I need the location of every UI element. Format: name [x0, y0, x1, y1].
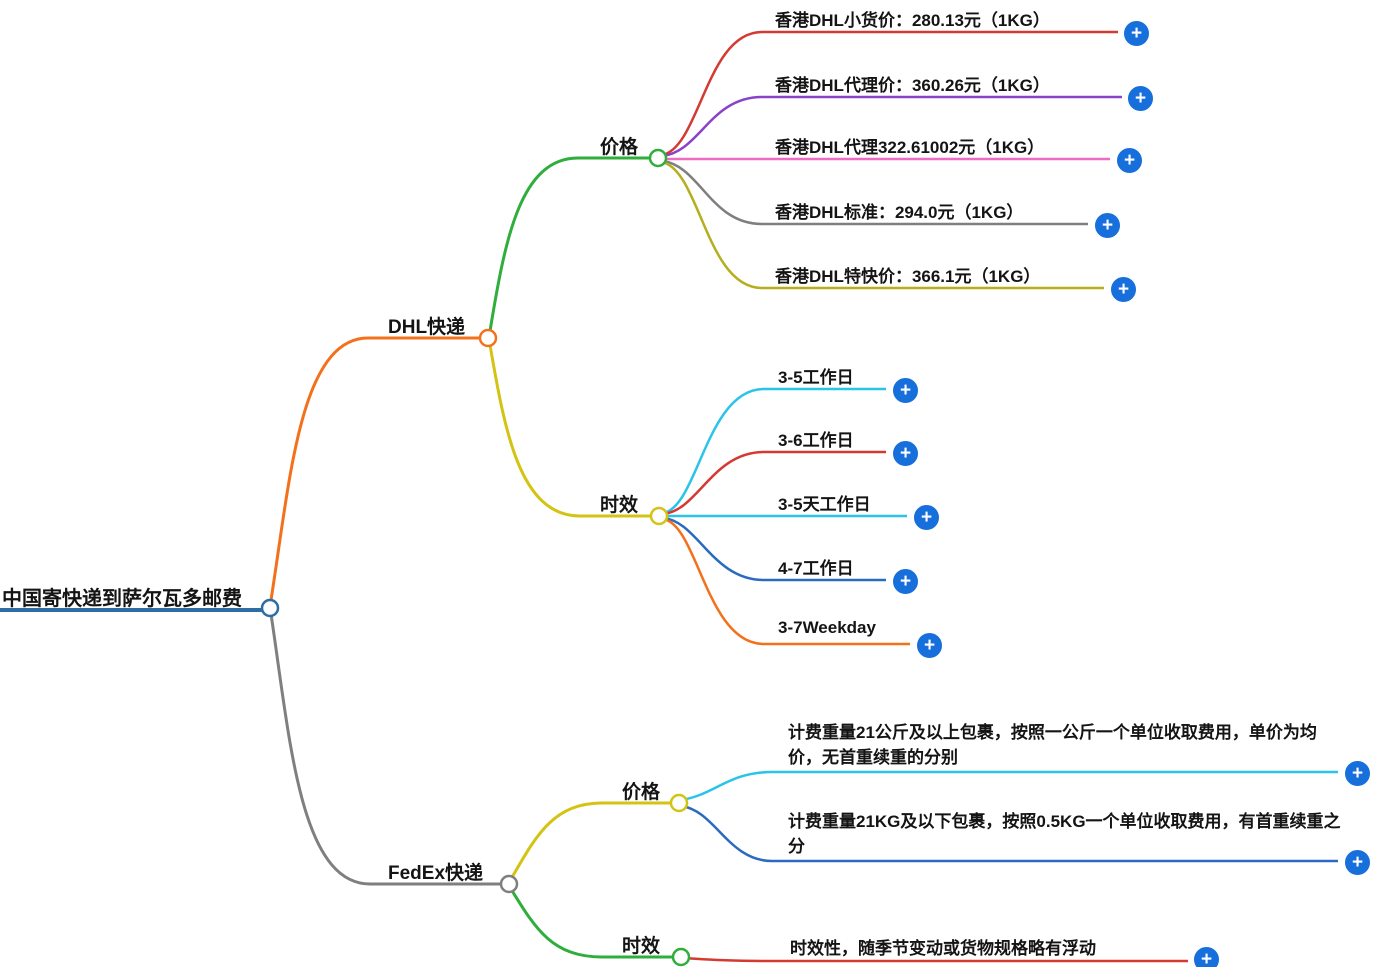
plus-icon: +	[920, 507, 933, 528]
node-handle-dhl-time[interactable]	[649, 506, 669, 526]
leaf-fedex-price-1-label[interactable]: 计费重量21公斤及以上包裹，按照一公斤一个单位收取费用，单价为均价，无首重续重的…	[788, 723, 1317, 767]
plus-icon: +	[1200, 949, 1213, 967]
leaf-line-dhl-time-2	[662, 450, 886, 516]
plus-icon: +	[1101, 215, 1114, 236]
node-handle-dhl[interactable]	[478, 328, 498, 348]
leaf-dhl-time-3-label[interactable]: 3-5天工作日	[778, 495, 871, 514]
node-fedex-label[interactable]: FedEx快递	[388, 863, 484, 884]
leaf-line-dhl-price-5	[661, 160, 1104, 290]
leaf-line-dhl-price-4	[661, 159, 1088, 226]
add-child-button-dhl-time-5[interactable]: +	[915, 631, 944, 660]
leaf-dhl-price-1-label[interactable]: 香港DHL小货价：280.13元（1KG）	[775, 11, 1050, 30]
plus-icon: +	[899, 571, 912, 592]
leaf-dhl-price-3-label[interactable]: 香港DHL代理322.61002元（1KG）	[775, 138, 1045, 157]
leaf-dhl-time-2-label[interactable]: 3-6工作日	[778, 431, 854, 450]
leaf-line-dhl-price-1	[661, 30, 1118, 157]
node-handle-fedex[interactable]	[499, 874, 519, 894]
plus-icon: +	[1351, 852, 1364, 873]
branch-line-dhl-price	[488, 156, 649, 332]
node-handle-fedex-time[interactable]	[671, 947, 691, 967]
add-child-button-dhl-price-2[interactable]: +	[1126, 84, 1155, 113]
node-fedex-price-label[interactable]: 价格	[622, 782, 661, 803]
node-handle-fedex-price[interactable]	[669, 793, 689, 813]
node-handle-root[interactable]	[260, 598, 280, 618]
add-child-button-dhl-price-1[interactable]: +	[1122, 19, 1151, 48]
add-child-button-dhl-time-4[interactable]: +	[891, 567, 920, 596]
add-child-button-dhl-price-3[interactable]: +	[1115, 146, 1144, 175]
add-child-button-dhl-time-1[interactable]: +	[891, 376, 920, 405]
leaf-dhl-time-1-label[interactable]: 3-5工作日	[778, 368, 854, 387]
leaf-fedex-price-2-label[interactable]: 计费重量21KG及以下包裹，按照0.5KG一个单位收取费用，有首重续重之分	[788, 812, 1341, 856]
branch-line-dhl-time	[488, 344, 651, 518]
node-dhl-label[interactable]: DHL快递	[388, 317, 466, 338]
add-child-button-dhl-price-5[interactable]: +	[1109, 275, 1138, 304]
leaf-line-dhl-time-5	[662, 517, 910, 646]
leaf-line-fedex-price-2	[680, 804, 1338, 863]
add-child-button-dhl-time-2[interactable]: +	[891, 439, 920, 468]
add-child-button-dhl-time-3[interactable]: +	[912, 503, 941, 532]
leaf-dhl-time-4-label[interactable]: 4-7工作日	[778, 559, 854, 578]
leaf-line-dhl-time-1	[662, 387, 886, 515]
add-child-button-fedex-price-1[interactable]: +	[1343, 759, 1372, 788]
leaf-dhl-price-4-label[interactable]: 香港DHL标准：294.0元（1KG）	[775, 203, 1024, 222]
branch-line-fedex-time	[509, 888, 672, 959]
branch-line-fedex-price	[509, 801, 670, 880]
plus-icon: +	[1351, 763, 1364, 784]
branch-line-dhl	[269, 336, 479, 601]
leaf-dhl-price-5-label[interactable]: 香港DHL特快价：366.1元（1KG）	[775, 267, 1041, 286]
node-handle-dhl-price[interactable]	[648, 148, 668, 168]
plus-icon: +	[923, 635, 936, 656]
leaf-line-dhl-time-4	[662, 516, 886, 582]
plus-icon: +	[1130, 23, 1143, 44]
plus-icon: +	[899, 380, 912, 401]
node-dhl-price-label[interactable]: 价格	[600, 137, 639, 158]
plus-icon: +	[1134, 88, 1147, 109]
leaf-dhl-time-5-label[interactable]: 3-7Weekday	[778, 618, 876, 637]
root-node-label[interactable]: 中国寄快递到萨尔瓦多邮费	[2, 588, 242, 610]
leaf-line-fedex-time-1	[682, 956, 1188, 963]
leaf-line-dhl-price-2	[661, 95, 1122, 158]
plus-icon: +	[1117, 279, 1130, 300]
add-child-button-fedex-price-2[interactable]: +	[1343, 848, 1372, 877]
leaf-fedex-time-1-label[interactable]: 时效性，随季节变动或货物规格略有浮动	[790, 939, 1096, 958]
add-child-button-fedex-time-1[interactable]: +	[1192, 945, 1221, 967]
add-child-button-dhl-price-4[interactable]: +	[1093, 211, 1122, 240]
node-fedex-time-label[interactable]: 时效	[622, 936, 661, 957]
node-dhl-time-label[interactable]: 时效	[600, 495, 639, 516]
plus-icon: +	[899, 443, 912, 464]
leaf-dhl-price-2-label[interactable]: 香港DHL代理价：360.26元（1KG）	[775, 76, 1050, 95]
leaf-line-fedex-price-1	[680, 770, 1338, 802]
plus-icon: +	[1123, 150, 1136, 171]
branch-line-fedex	[269, 613, 500, 886]
